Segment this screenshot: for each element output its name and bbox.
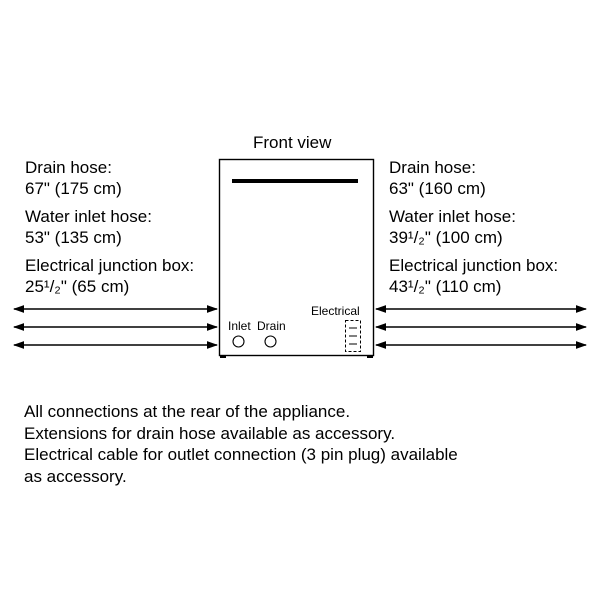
drain-label: Drain [257, 319, 286, 333]
right-water-inlet-value: 39¹/₂" (100 cm) [389, 228, 503, 247]
right-drain-hose-label: Drain hose: [389, 158, 476, 177]
inlet-label: Inlet [228, 319, 251, 333]
notes-block: All connections at the rear of the appli… [24, 401, 584, 487]
left-drain-hose-label: Drain hose: [25, 158, 112, 177]
drain-connection-icon [264, 335, 277, 348]
right-junction-box-label: Electrical junction box: [389, 256, 559, 275]
left-water-inlet-label: Water inlet hose: [25, 207, 152, 226]
appliance-outline [218, 158, 375, 358]
right-water-inlet-label: Water inlet hose: [389, 207, 516, 226]
control-panel-bar [232, 179, 358, 183]
left-drain-hose-value: 67" (175 cm) [25, 179, 122, 198]
right-drain-hose-value: 63" (160 cm) [389, 179, 486, 198]
left-junction-box-value: 25¹/₂" (65 cm) [25, 277, 130, 296]
left-water-inlet-value: 53" (135 cm) [25, 228, 122, 247]
left-junction-box-label: Electrical junction box: [25, 256, 195, 275]
right-junction-box-value: 43¹/₂" (110 cm) [389, 277, 502, 296]
note-line: All connections at the rear of the appli… [24, 402, 351, 421]
diagram-title: Front view [253, 133, 332, 152]
inlet-connection-icon [232, 335, 245, 348]
note-line: as accessory. [24, 466, 127, 486]
electrical-connection-icon [345, 320, 361, 352]
note-line: Electrical cable for outlet connection (… [24, 445, 458, 464]
note-line: Extensions for drain hose available as a… [24, 423, 396, 443]
electrical-label: Electrical [311, 304, 360, 318]
